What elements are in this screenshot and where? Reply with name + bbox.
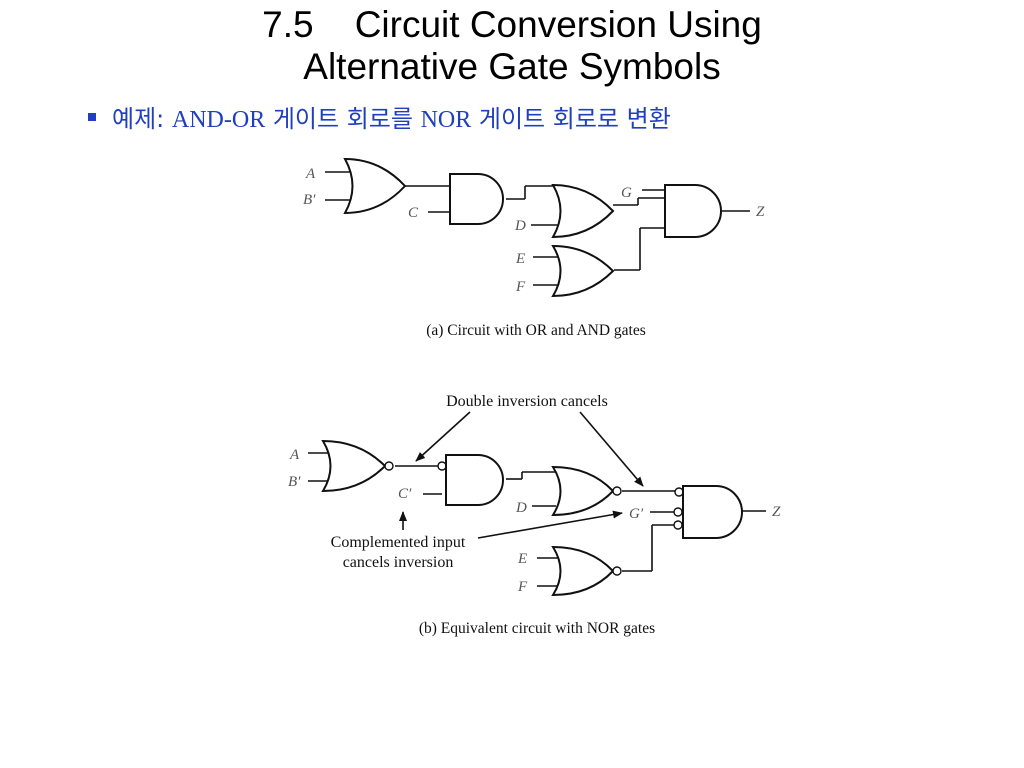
circuit-b: A B′ C′ D G′ E F Z Double inversion canc… <box>288 393 781 637</box>
circuit-b-inversion-bubble-5 <box>673 507 683 517</box>
circuit-b-nor-gate-2 <box>551 465 615 517</box>
circuit-b-label-g: G′ <box>629 506 644 522</box>
circuit-a-label-d: D <box>514 218 526 234</box>
circuit-b-wires <box>308 452 766 587</box>
circuit-a-or-gate-3 <box>551 244 615 298</box>
bullet-and-or: AND-OR <box>171 107 266 133</box>
circuit-a-caption: (a) Circuit with OR and AND gates <box>426 322 646 339</box>
circuit-b-label-a: A <box>289 447 300 463</box>
circuit-b-label-c: C′ <box>398 486 412 502</box>
circuit-b-inversion-bubble-1 <box>384 461 394 471</box>
circuit-a-label-e: E <box>515 251 525 267</box>
annotation-double-inversion: Double inversion cancels <box>446 393 608 410</box>
circuit-a-label-g: G <box>621 185 632 201</box>
circuit-a-label-c: C <box>408 205 419 221</box>
bullet-prefix: 예제: <box>112 105 172 133</box>
circuit-a: A B′ C D G E F Z (a) Circuit with OR and… <box>303 157 765 339</box>
annotation-arrow-right <box>579 411 644 487</box>
circuit-b-inversion-bubble-3 <box>612 486 622 496</box>
circuit-a-label-z: Z <box>756 204 765 220</box>
circuit-b-caption: (b) Equivalent circuit with NOR gates <box>419 620 655 637</box>
circuit-a-label-f: F <box>515 279 526 295</box>
circuit-b-inversion-bubble-6 <box>673 520 683 530</box>
bullet-nor: NOR <box>420 107 472 133</box>
circuit-a-and-gate-1 <box>449 173 504 225</box>
circuit-b-label-z: Z <box>772 504 781 520</box>
circuit-b-and-gate-2 <box>682 485 743 539</box>
annotation-arrow-left <box>415 411 471 462</box>
circuit-b-inversion-bubble-7 <box>612 566 622 576</box>
circuit-a-label-a: A <box>305 166 316 182</box>
circuit-b-nor-gate-1 <box>321 439 387 493</box>
circuit-b-label-e: E <box>517 551 527 567</box>
circuit-a-wires <box>325 171 750 286</box>
circuit-a-label-b: B′ <box>303 192 316 208</box>
bullet-suffix: 게이트 회로로 변환 <box>471 105 671 133</box>
annotation-arrow-diagonal <box>477 510 623 539</box>
circuit-a-or-gate-1 <box>343 157 407 215</box>
circuit-b-inversion-bubble-4 <box>674 487 684 497</box>
circuit-b-and-gate-1 <box>445 454 504 506</box>
circuit-b-label-b: B′ <box>288 474 301 490</box>
annotation-complemented-line-2: cancels inversion <box>343 554 454 571</box>
slide-title-line-2: Alternative Gate Symbols <box>303 46 721 87</box>
circuit-a-or-gate-2 <box>551 183 615 239</box>
circuit-a-and-gate-2 <box>664 184 722 238</box>
annotation-complemented-line-1: Complemented input <box>331 534 466 551</box>
bullet-mid: 게이트 회로를 <box>265 105 421 133</box>
circuit-b-inversion-bubble-2 <box>437 461 447 471</box>
circuit-b-label-d: D <box>515 500 527 516</box>
bullet-square-icon <box>88 113 96 121</box>
circuit-b-nor-gate-3 <box>551 545 615 597</box>
slide-title: 7.5 Circuit Conversion Using Alternative… <box>0 4 1024 88</box>
slide-title-line-1: 7.5 Circuit Conversion Using <box>262 4 762 45</box>
circuit-b-label-f: F <box>517 579 528 595</box>
bullet-item: 예제: AND-OR 게이트 회로를 NOR 게이트 회로로 변환 <box>88 104 671 135</box>
